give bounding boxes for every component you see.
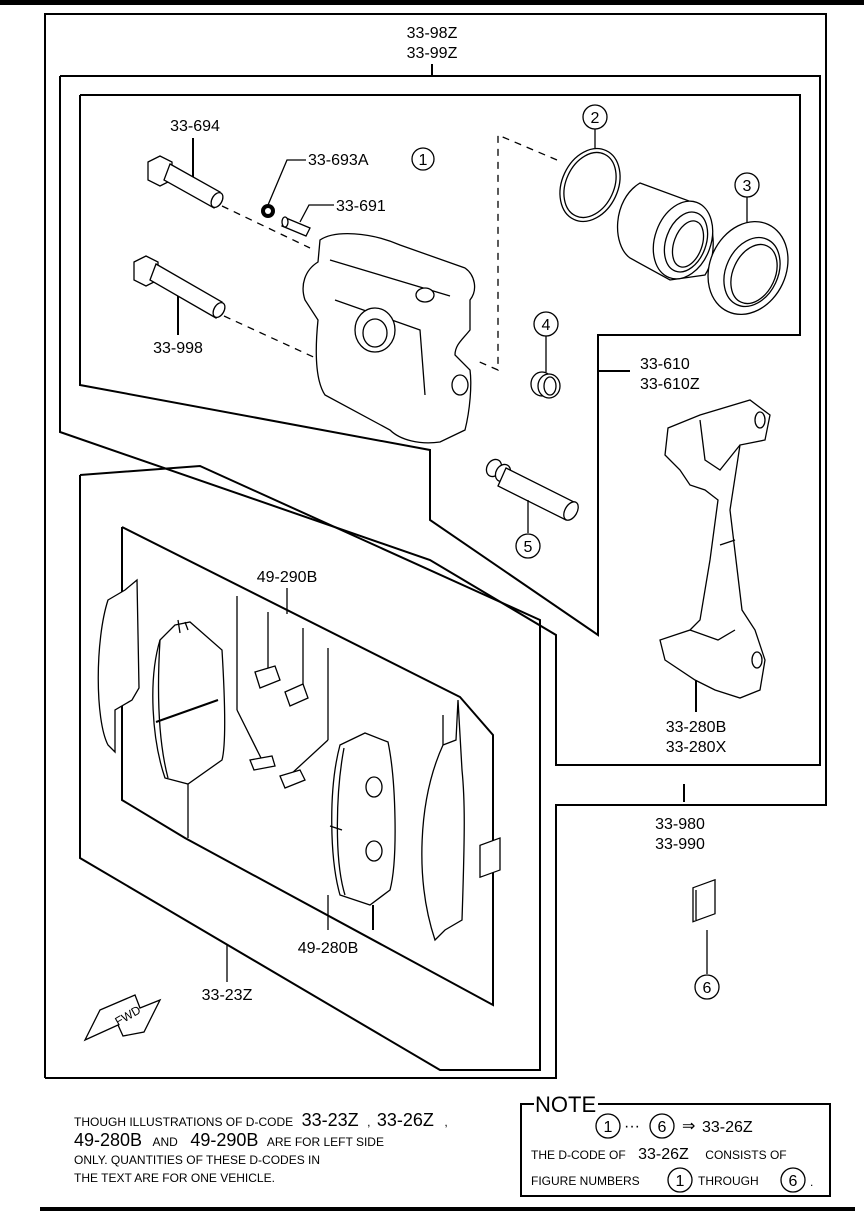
- piston: [617, 182, 714, 281]
- callout-1: 1: [419, 152, 428, 169]
- dash-upper-pin: [221, 205, 311, 249]
- piston-seal: [559, 147, 621, 223]
- pad-kit-frame: [79, 464, 541, 1071]
- dash-piston: [474, 134, 558, 371]
- dash-lower-pin: [223, 315, 321, 361]
- note-title: NOTE: [535, 1092, 596, 1117]
- guide-pin-boot: [530, 371, 561, 399]
- callout-2: 2: [591, 110, 600, 127]
- label-33-280b: 33-280B: [666, 719, 727, 736]
- callout-6: 6: [703, 980, 712, 997]
- label-33-99z: 33-99Z: [407, 45, 458, 62]
- bleeder-screw: [281, 216, 311, 237]
- label-49-280b: 49-280B: [298, 940, 359, 957]
- outer-frame: [44, 13, 827, 1079]
- dust-boot: [707, 220, 789, 316]
- caliper-assembly-frame: [59, 75, 821, 766]
- label-49-290b: 49-290B: [257, 569, 318, 586]
- note-line3-n1: 1: [676, 1173, 685, 1190]
- leader-33-693a: [267, 159, 306, 206]
- bottom-rule: [40, 1207, 855, 1211]
- callout-5-circle: [515, 533, 541, 559]
- pad-clip: [249, 665, 309, 789]
- label-33-693a: 33-693A: [308, 152, 369, 169]
- brake-pad-right: [329, 732, 396, 906]
- label-33-280x: 33-280X: [666, 739, 727, 756]
- guide-pin: [485, 458, 579, 521]
- label-33-691: 33-691: [336, 198, 386, 215]
- callout-4: 4: [542, 317, 551, 334]
- note-range-start: 1: [604, 1119, 613, 1136]
- leader-clip-d2: [289, 739, 329, 776]
- label-33-980: 33-980: [655, 816, 705, 833]
- note-line2: THE D-CODE OF 33-26Z CONSISTS OF: [531, 1146, 787, 1163]
- label-33-98z: 33-98Z: [407, 25, 458, 42]
- top-rule: [0, 0, 864, 5]
- footnote-line1: THOUGH ILLUSTRATIONS OF D-CODE 33-23Z , …: [74, 1110, 448, 1130]
- pad-frame: [121, 526, 494, 1007]
- footnote-line2: 49-280B AND 49-290B ARE FOR LEFT SIDE: [74, 1130, 384, 1150]
- leader-clip-a2: [236, 709, 263, 761]
- callout-3: 3: [743, 178, 752, 195]
- caliper-body: [302, 233, 476, 444]
- guide-pin-upper: [147, 155, 224, 209]
- footnote: THOUGH ILLUSTRATIONS OF D-CODE 33-23Z , …: [74, 1110, 448, 1185]
- label-33-610z: 33-610Z: [640, 376, 700, 393]
- guide-pin-lower: [133, 255, 226, 319]
- note-line3-end: .: [810, 1175, 813, 1189]
- shim-left: [97, 578, 140, 754]
- note-range-end: 6: [658, 1119, 667, 1136]
- grease-pack: [692, 878, 716, 923]
- callout-5: 5: [524, 539, 533, 556]
- callout-1-circle: [411, 147, 435, 171]
- leader-33-691: [299, 204, 334, 223]
- label-33-610: 33-610: [640, 356, 690, 373]
- note-line3-n2: 6: [789, 1173, 798, 1190]
- footnote-line3: ONLY. QUANTITIES OF THESE D-CODES IN: [74, 1153, 320, 1167]
- label-33-998: 33-998: [153, 340, 203, 357]
- grease-pack-pad: [479, 837, 501, 879]
- note-kit-code: 33-26Z: [702, 1119, 753, 1136]
- note-arrow: ⇒: [682, 1118, 695, 1135]
- brake-pad-left: [152, 619, 226, 785]
- mounting-support: [659, 399, 771, 699]
- callout-6-circle: [694, 974, 720, 1000]
- fwd-arrow-icon: FWD: [83, 994, 162, 1042]
- note-line3-a: FIGURE NUMBERS: [531, 1174, 640, 1188]
- note-ellipsis: ···: [624, 1118, 640, 1135]
- note-box: NOTE 1 ··· 6 ⇒ 33-26Z THE D-CODE OF 33-2…: [520, 1092, 831, 1197]
- caliper-body-frame: [79, 94, 801, 637]
- footnote-line4: THE TEXT ARE FOR ONE VEHICLE.: [74, 1171, 275, 1185]
- label-33-990: 33-990: [655, 836, 705, 853]
- label-33-23z: 33-23Z: [202, 987, 253, 1004]
- shim-right: [421, 699, 465, 942]
- note-line3-through: THROUGH: [698, 1174, 759, 1188]
- label-33-694: 33-694: [170, 118, 220, 135]
